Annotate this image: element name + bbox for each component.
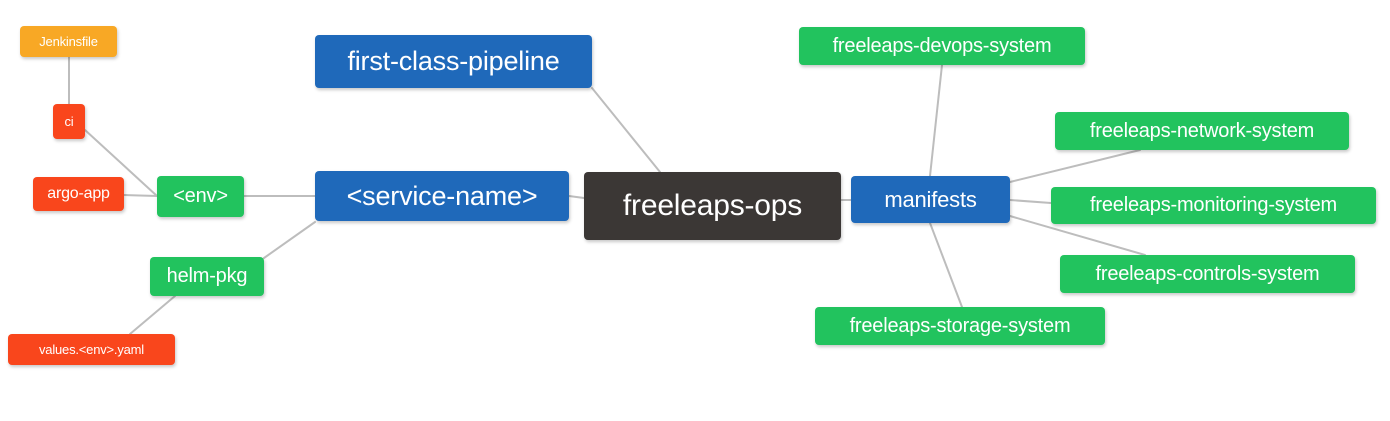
mindmap-node-freeleaps-devops-system[interactable]: freeleaps-devops-system [799, 27, 1085, 65]
node-label: manifests [884, 186, 977, 212]
mindmap-node-freeleaps-storage-system[interactable]: freeleaps-storage-system [815, 307, 1105, 345]
mindmap-node-service-name[interactable]: <service-name> [315, 171, 569, 221]
node-label: <service-name> [346, 180, 538, 211]
mindmap-node-env[interactable]: <env> [157, 176, 244, 217]
edge-argo-app-to-env [123, 194, 158, 197]
edge-manifests-to-freeleaps-network-system [1009, 149, 1141, 183]
mindmap-node-helm-pkg[interactable]: helm-pkg [150, 257, 264, 296]
edge-service-name-to-helm-pkg [263, 221, 316, 259]
node-label: values.<env>.yaml [39, 342, 144, 357]
edge-manifests-to-freeleaps-devops-system [929, 64, 943, 177]
node-label: freeleaps-storage-system [849, 314, 1071, 337]
mindmap-node-first-class-pipeline[interactable]: first-class-pipeline [315, 35, 592, 88]
node-label: first-class-pipeline [347, 46, 560, 76]
node-label: freeleaps-monitoring-system [1090, 194, 1337, 216]
mindmap-node-manifests[interactable]: manifests [851, 176, 1010, 223]
node-label: <env> [173, 185, 228, 207]
edge-service-name-to-freeleaps-ops [568, 195, 585, 199]
node-label: Jenkinsfile [39, 34, 98, 49]
mindmap-node-freeleaps-network-system[interactable]: freeleaps-network-system [1055, 112, 1349, 150]
node-label: argo-app [47, 185, 110, 202]
mindmap-node-argo-app[interactable]: argo-app [33, 177, 124, 211]
node-label: freeleaps-controls-system [1095, 262, 1320, 285]
edge-helm-pkg-to-values-yaml [129, 295, 176, 335]
node-label: freeleaps-ops [622, 189, 803, 222]
node-label: helm-pkg [166, 265, 248, 287]
mindmap-node-freeleaps-controls-system[interactable]: freeleaps-controls-system [1060, 255, 1355, 293]
mindmap-node-freeleaps-monitoring-system[interactable]: freeleaps-monitoring-system [1051, 187, 1376, 224]
mindmap-node-freeleaps-ops[interactable]: freeleaps-ops [584, 172, 841, 240]
node-label: freeleaps-devops-system [832, 34, 1052, 57]
node-label: ci [64, 114, 74, 129]
edge-first-class-pipeline-to-freeleaps-ops [591, 87, 661, 173]
node-label: freeleaps-network-system [1089, 119, 1315, 142]
mindmap-node-ci[interactable]: ci [53, 104, 85, 139]
edge-manifests-to-freeleaps-monitoring-system [1009, 199, 1052, 204]
mindmap-node-jenkinsfile[interactable]: Jenkinsfile [20, 26, 117, 57]
mindmap-node-values-yaml[interactable]: values.<env>.yaml [8, 334, 175, 365]
edge-manifests-to-freeleaps-storage-system [929, 222, 963, 308]
